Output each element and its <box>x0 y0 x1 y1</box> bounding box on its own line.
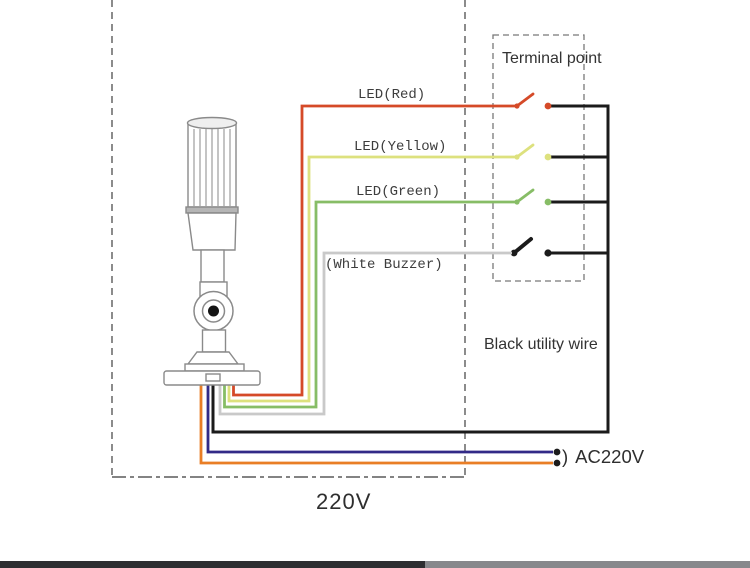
green-terminal-dot <box>544 198 552 206</box>
yellow-switch-lever <box>515 143 535 159</box>
orange-ac-wire <box>199 383 553 465</box>
base-plate-slot <box>205 373 221 382</box>
green-switch-lever <box>515 188 535 204</box>
black-utility-wire <box>211 104 610 467</box>
tower-neck-tube <box>200 249 225 283</box>
red-switch-lever <box>515 92 535 108</box>
tower-mount-plinth <box>184 363 245 372</box>
buzzer-switch-lever <box>512 237 533 255</box>
label-led-red: LED(Red) <box>358 87 426 103</box>
blue-ac-wire <box>206 383 553 454</box>
yellow-wire-path <box>227 155 517 403</box>
label-220v: 220V <box>316 489 372 514</box>
ac-paren-symbol: ) <box>562 446 569 467</box>
tower-lower-body <box>187 212 237 251</box>
red-terminal-dot <box>544 102 552 110</box>
green-switch-pivot-dot <box>514 199 520 205</box>
red-led-wire <box>232 92 552 397</box>
label-ac220v: AC220V <box>575 446 645 467</box>
ac-live-dot <box>553 448 561 456</box>
label-led-green: LED(Green) <box>356 184 441 200</box>
tower-mount-cone <box>186 351 240 365</box>
green-wire-path <box>223 200 517 409</box>
ball-joint-center-dot <box>208 305 219 317</box>
tower-lower-tube <box>201 329 227 353</box>
yellow-switch-pivot-dot <box>514 154 520 160</box>
tower-lens-cap <box>186 116 238 130</box>
black-wire-bus <box>211 104 610 434</box>
label-white-buzzer: (White Buzzer) <box>325 257 443 273</box>
buzzer-switch-pivot-dot <box>510 249 518 257</box>
tower-lens-ribs <box>193 129 231 206</box>
label-terminal-point: Terminal point <box>502 50 602 67</box>
white-wire-path <box>218 251 512 416</box>
label-ac220v-group: ) AC220V <box>562 446 644 467</box>
yellow-terminal-dot <box>544 153 552 161</box>
white-buzzer-wire <box>218 251 512 416</box>
bottom-bar-light <box>425 561 750 568</box>
orange-wire-path <box>199 383 553 465</box>
label-black-utility-wire: Black utility wire <box>484 336 598 353</box>
tower-light-device <box>163 116 261 386</box>
red-switch-pivot-dot <box>514 103 520 109</box>
tower-separator-band <box>185 206 239 214</box>
red-wire-path <box>232 104 517 397</box>
blue-wire-path <box>206 383 553 454</box>
green-led-wire <box>223 188 552 409</box>
ac-neutral-dot <box>553 459 561 467</box>
label-led-yellow: LED(Yellow) <box>354 139 447 155</box>
yellow-led-wire <box>227 143 552 403</box>
outer-dashed-box <box>111 0 466 478</box>
bottom-bar-dark <box>0 561 425 568</box>
buzzer-terminal-dot <box>544 249 552 257</box>
